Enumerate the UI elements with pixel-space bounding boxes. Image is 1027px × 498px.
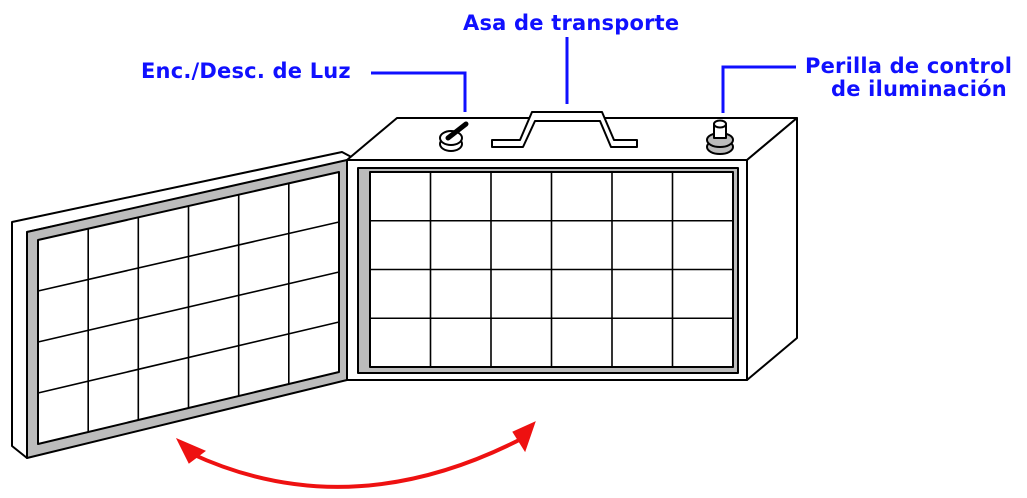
leader-light-switch: [371, 71, 467, 112]
carrying-handle: [491, 111, 638, 148]
light-control-knob: [706, 119, 734, 155]
case-side: [746, 117, 798, 381]
case-grid: [370, 172, 733, 367]
light-switch-label: Enc./Desc. de Luz: [141, 59, 351, 83]
leader-lines: [371, 37, 796, 113]
carrying-handle-label: Asa de transporte: [463, 11, 680, 35]
light-control-knob-label-line1: Perilla de control: [805, 54, 1013, 78]
open-lid: [11, 151, 358, 459]
light-control-knob-label: Perilla de control de iluminación: [805, 55, 1012, 101]
lid-grid: [37, 183, 340, 432]
light-switch: [439, 121, 469, 152]
curved-double-arrow-icon: [175, 421, 536, 489]
light-control-knob-label-line2: de iluminación: [831, 77, 1007, 101]
case-body: [346, 117, 798, 381]
leader-light-control-knob: [721, 65, 796, 113]
